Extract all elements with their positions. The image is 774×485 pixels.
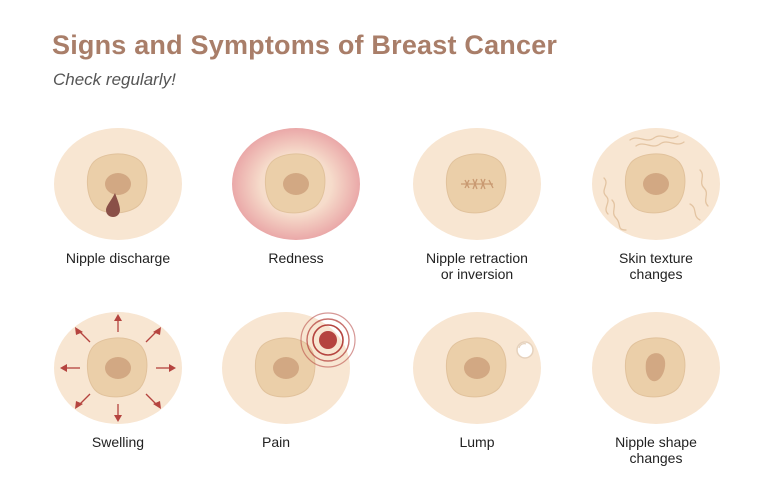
symptom-label: Lump	[459, 434, 495, 450]
symptom-redness: Redness	[206, 126, 386, 266]
skin-texture-icon	[592, 128, 720, 240]
symptom-label: Redness	[268, 250, 324, 266]
symptom-label: Nipple retraction or inversion	[426, 250, 528, 282]
symptom-nipple-retraction: Nipple retraction or inversion	[387, 126, 567, 282]
pain-icon	[222, 312, 356, 424]
nipple-shape-icon	[592, 312, 720, 424]
lump-icon	[413, 312, 541, 424]
symptom-nipple-discharge: Nipple discharge	[28, 126, 208, 266]
symptom-lump: Lump	[387, 310, 567, 450]
page-title: Signs and Symptoms of Breast Cancer	[52, 30, 558, 60]
symptom-label: Nipple shape changes	[615, 434, 697, 466]
symptom-swelling: Swelling	[28, 310, 208, 450]
nipple-retraction-icon	[413, 128, 541, 240]
symptom-label: Nipple discharge	[65, 250, 171, 266]
redness-icon	[232, 128, 360, 240]
symptom-label: Skin texture changes	[619, 250, 693, 282]
symptom-skin-texture: Skin texture changes	[566, 126, 746, 282]
symptom-label: Swelling	[91, 434, 145, 450]
swelling-icon	[54, 312, 182, 424]
nipple-discharge-icon	[54, 128, 182, 240]
page-subtitle: Check regularly!	[53, 70, 176, 89]
symptom-pain: Pain	[206, 310, 386, 450]
symptom-nipple-shape: Nipple shape changes	[566, 310, 746, 466]
symptom-label: Pain	[261, 434, 291, 450]
